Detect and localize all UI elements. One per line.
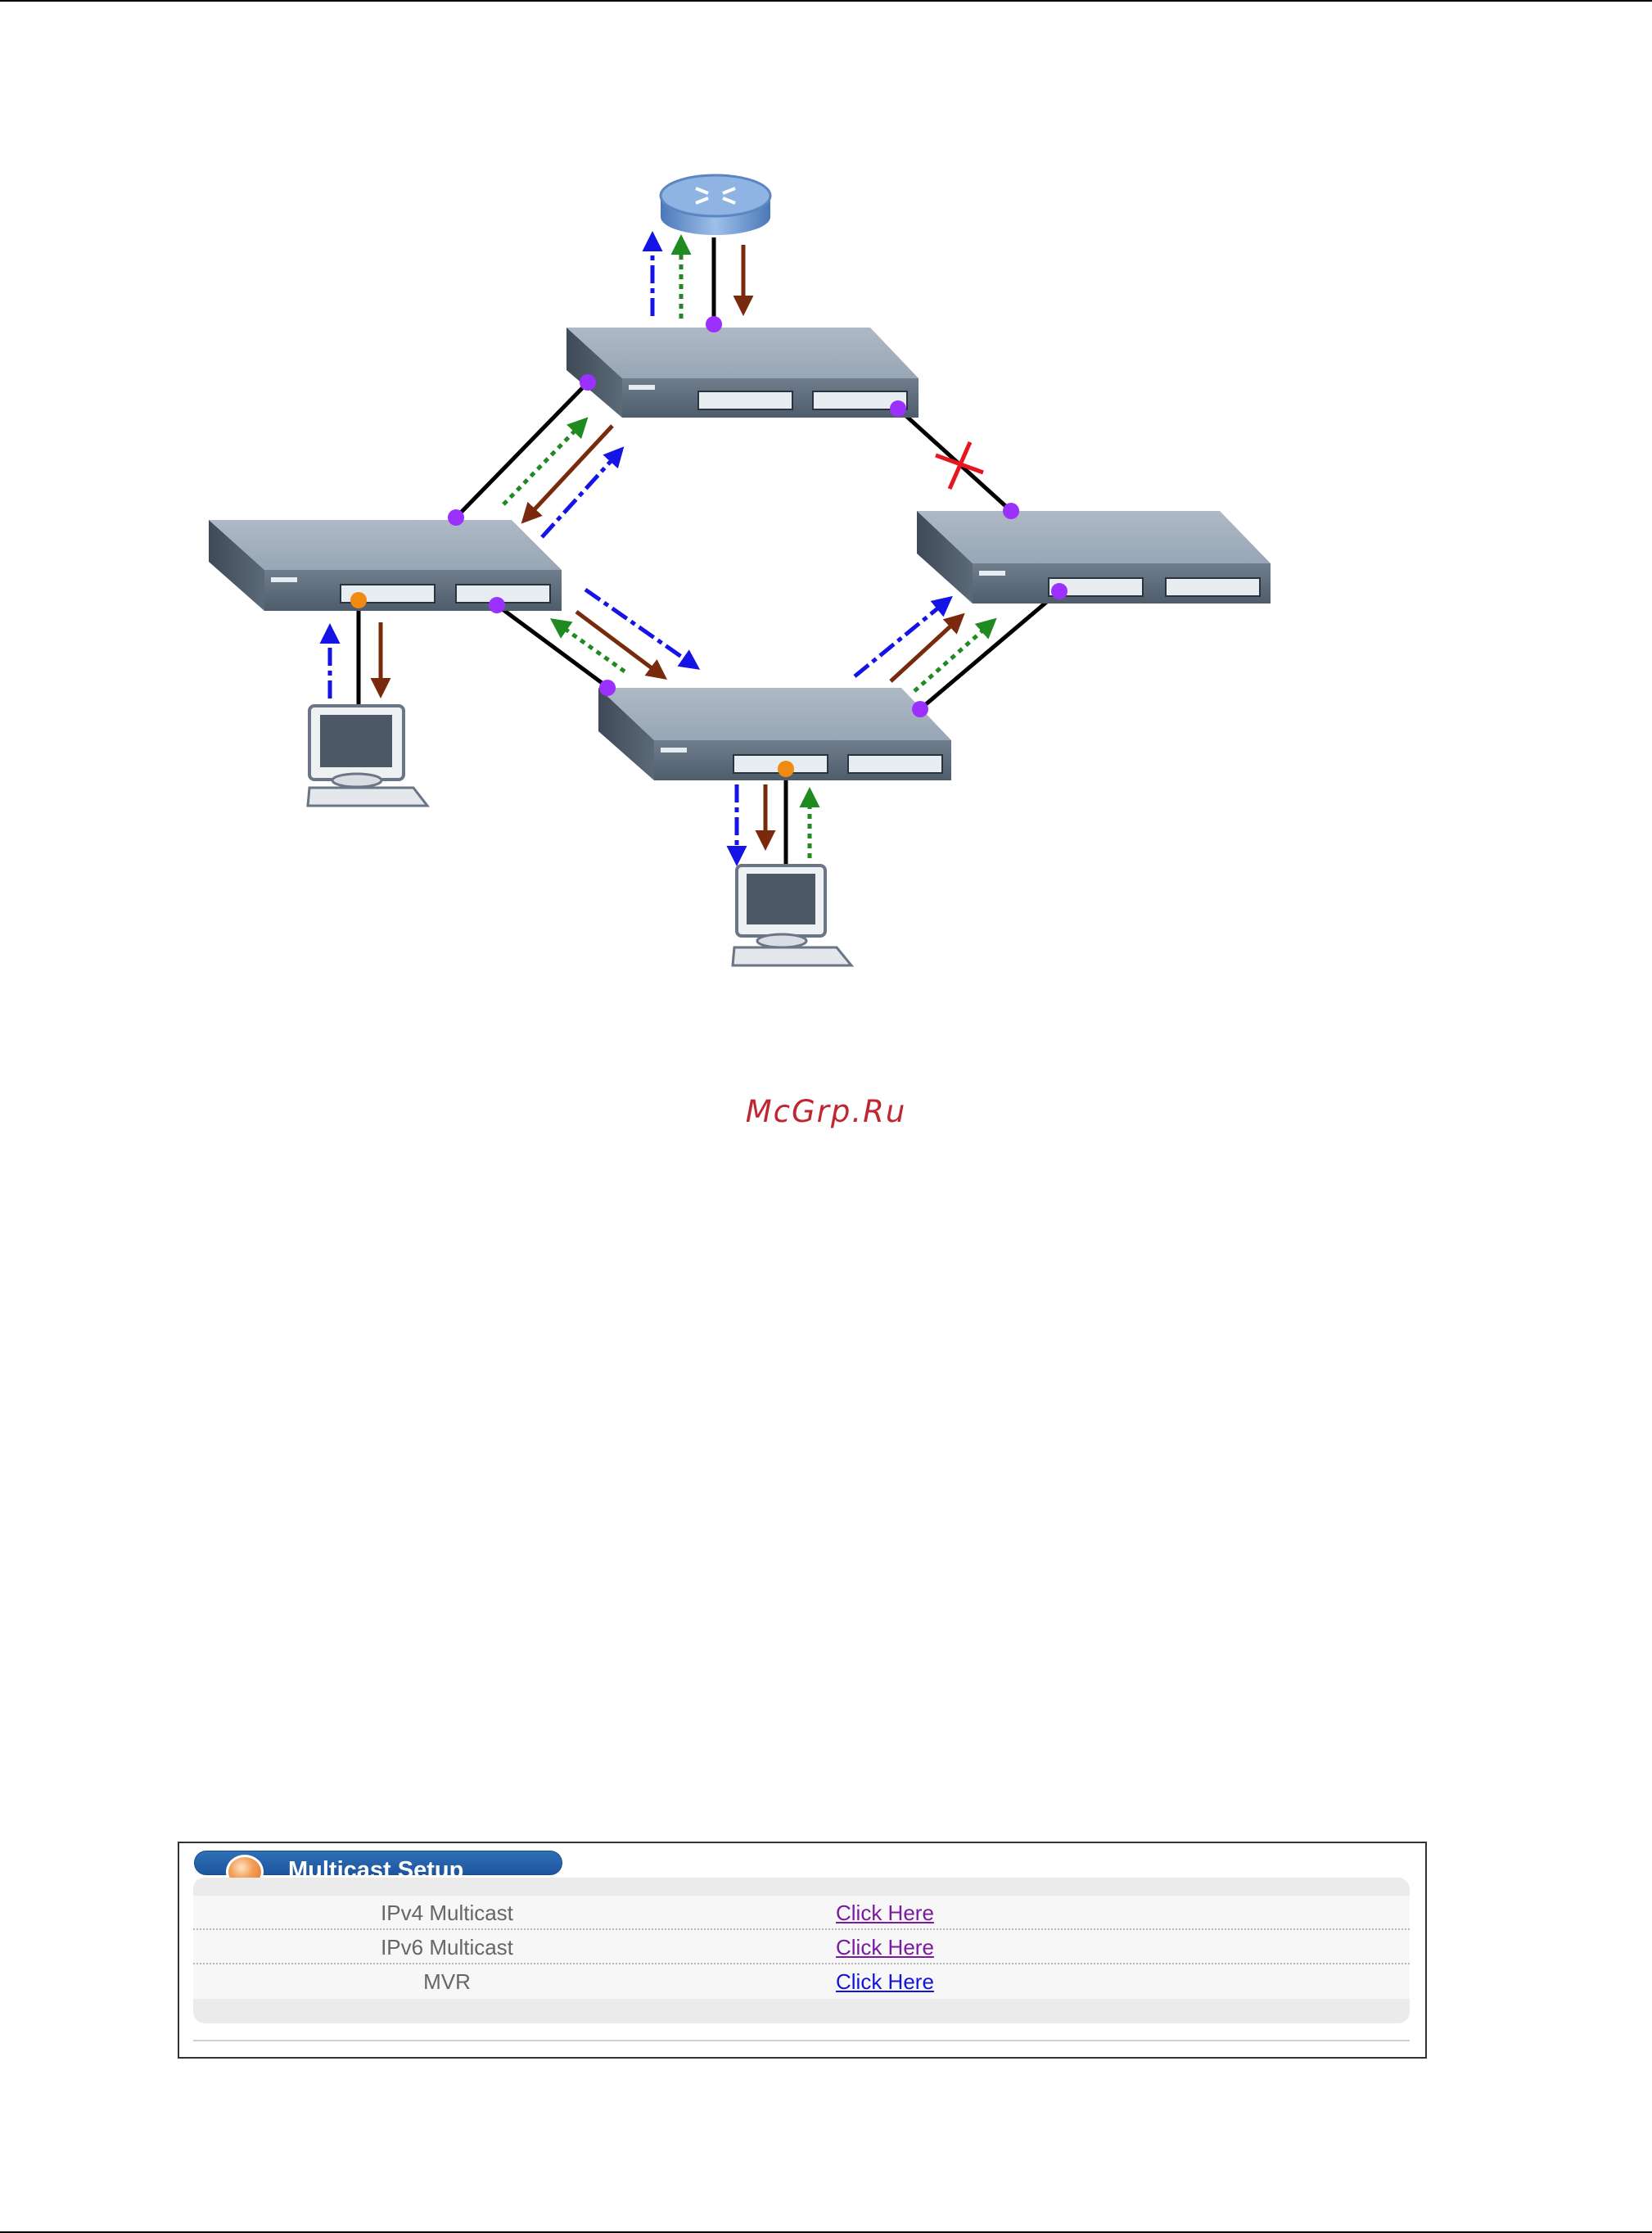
flow-brown-bottom-right xyxy=(891,616,962,681)
row-label-mvr: MVR xyxy=(324,1964,570,1999)
cable-bottom-right xyxy=(920,591,1059,709)
port-purple xyxy=(1003,503,1019,519)
row-label-ipv4: IPv4 Multicast xyxy=(324,1896,570,1930)
port-purple xyxy=(580,374,596,391)
table-row-ipv4: IPv4 Multicast Click Here xyxy=(193,1896,1410,1930)
switch-icon-left xyxy=(209,520,562,611)
port-purple xyxy=(489,597,505,613)
computer-icon-bottom xyxy=(733,866,851,965)
switch-icon-bottom xyxy=(598,688,951,780)
port-purple xyxy=(1051,583,1067,599)
row-label-ipv6: IPv6 Multicast xyxy=(324,1930,570,1964)
port-purple xyxy=(706,316,722,332)
port-orange xyxy=(778,761,794,777)
flow-green-left-top xyxy=(503,420,585,504)
multicast-setup-panel: Multicast Setup IPv4 Multicast Click Her… xyxy=(178,1842,1427,2059)
ipv6-click-here-link[interactable]: Click Here xyxy=(836,1930,934,1964)
port-purple xyxy=(448,509,464,526)
flow-blue-left-top xyxy=(542,450,621,537)
table-row-ipv6: IPv6 Multicast Click Here xyxy=(193,1930,1410,1964)
port-purple xyxy=(912,701,928,717)
panel-title-bar: Multicast Setup xyxy=(194,1851,562,1875)
multicast-table-body: IPv4 Multicast Click Here IPv6 Multicast… xyxy=(193,1896,1410,1999)
multicast-table: IPv4 Multicast Click Here IPv6 Multicast… xyxy=(193,1878,1410,2023)
mvr-click-here-link[interactable]: Click Here xyxy=(836,1964,934,1999)
port-purple xyxy=(890,400,906,417)
cable-top-right-blocked xyxy=(898,409,1011,511)
panel-bottom-rule xyxy=(193,2040,1410,2041)
computer-icon-left xyxy=(308,706,427,806)
port-orange xyxy=(350,592,367,608)
switch-icon-right xyxy=(917,511,1271,603)
table-row-mvr: MVR Click Here xyxy=(193,1964,1410,1999)
router-icon xyxy=(661,175,770,235)
ipv4-click-here-link[interactable]: Click Here xyxy=(836,1896,934,1930)
cable-top-left xyxy=(456,382,588,518)
network-topology-diagram xyxy=(0,0,1652,999)
flow-green-bottom-left xyxy=(553,621,625,671)
watermark-text: McGrp.Ru xyxy=(0,1094,1652,1129)
switch-icon-top xyxy=(566,328,919,418)
port-purple xyxy=(599,680,616,696)
flow-brown-left-bottom xyxy=(576,612,664,677)
